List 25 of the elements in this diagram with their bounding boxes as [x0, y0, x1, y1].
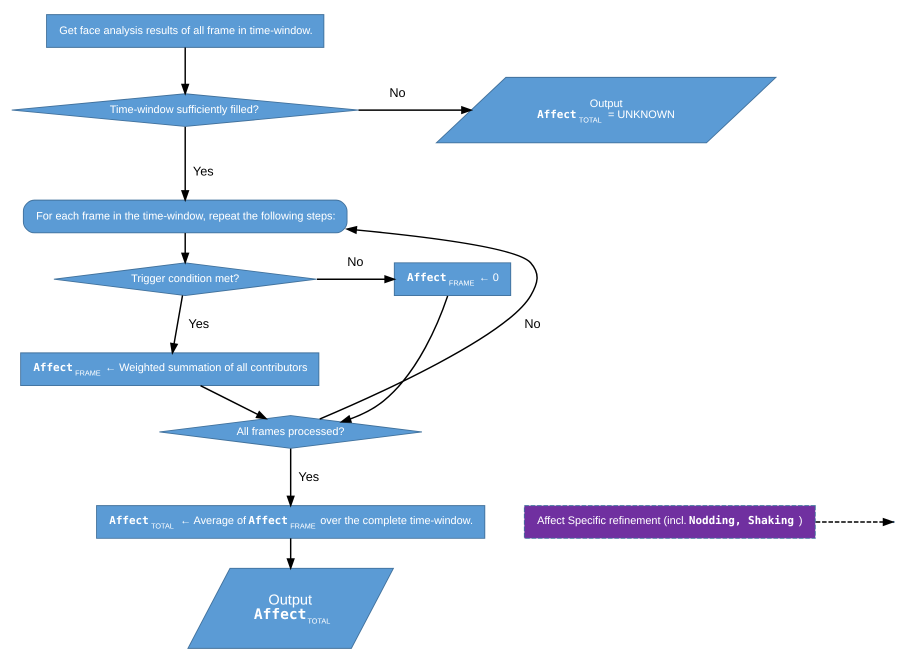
node-box: Affect Specific refinement (incl. Nodding, Shaking) [524, 505, 816, 539]
node-box: Affect$_{TOTAL}$ ← Average of Affect$_{FRAME}$ over the complete time-window. [96, 505, 486, 539]
node-diamond: Trigger condition met? [53, 262, 317, 296]
node-box: Affect$_{FRAME}$ ← Weighted summation of all contributors [20, 352, 320, 386]
arrow [316, 275, 396, 284]
arrow [358, 106, 474, 114]
arrow [286, 538, 295, 570]
node-box: Get face analysis results of all frame in time-window. [46, 14, 324, 48]
node-box: Affect$_{FRAME}$ ← 0 [394, 262, 512, 296]
arrow [181, 126, 190, 202]
arrow [181, 48, 190, 96]
edge-label: No [389, 85, 406, 100]
node-diamond: Time-window sufficiently filled? [11, 93, 360, 127]
arrow [170, 295, 184, 355]
arrow [319, 226, 538, 420]
edge-label: Yes [192, 163, 214, 178]
edge-label: No [524, 316, 541, 332]
arrow [339, 296, 448, 423]
node-box: For each frame in the time-window, repeat the following steps: [22, 200, 348, 234]
edge-label: No [347, 254, 364, 270]
arrow [286, 448, 295, 508]
edge-label: Yes [188, 316, 210, 332]
arrow [181, 233, 190, 265]
arrow [200, 385, 268, 420]
edge-label: Yes [298, 468, 320, 484]
